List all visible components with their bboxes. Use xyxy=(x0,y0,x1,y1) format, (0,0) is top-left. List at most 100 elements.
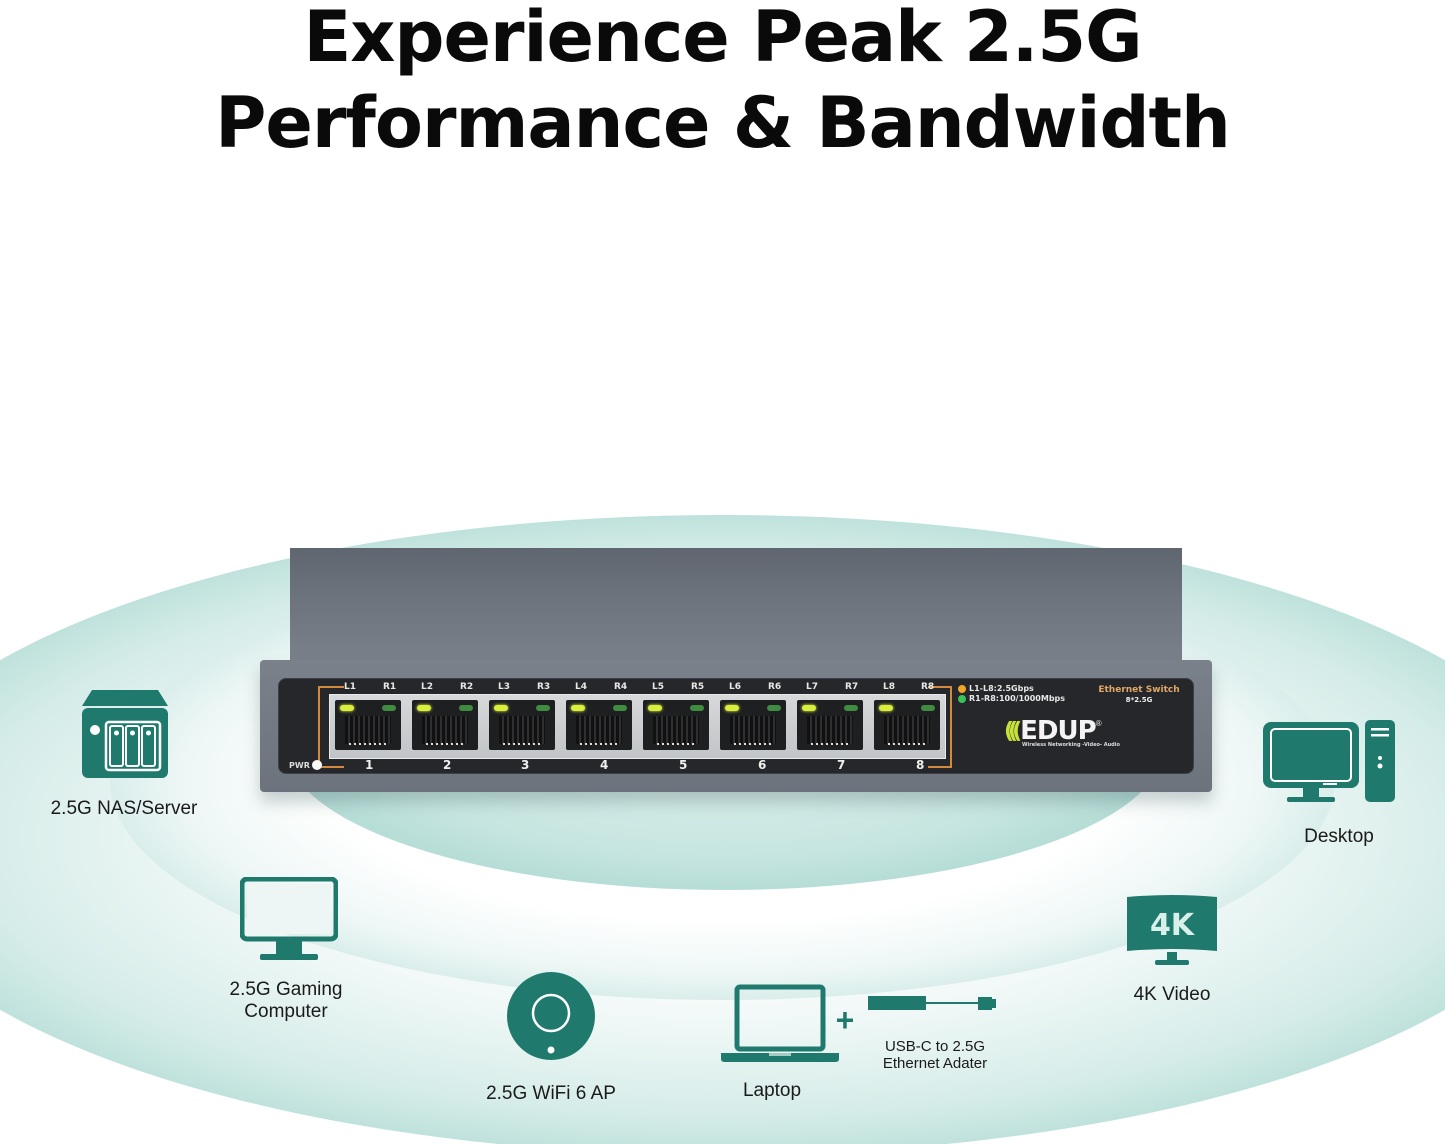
laptop-label: Laptop xyxy=(742,1080,802,1101)
switch-top-cover xyxy=(290,548,1182,664)
led-link-icon xyxy=(494,705,508,711)
power-led-icon xyxy=(311,760,322,770)
gaming-label-line-2: Computer xyxy=(244,1001,328,1022)
led-activity-icon xyxy=(844,705,858,711)
led-link-icon xyxy=(879,705,893,711)
led-link-icon xyxy=(417,705,431,711)
led-label: R3 xyxy=(537,682,551,692)
led-label: R5 xyxy=(691,682,705,692)
4k-video-label: 4K Video xyxy=(1133,984,1211,1005)
port-number: 7 xyxy=(837,758,846,772)
plus-sign: + xyxy=(835,1002,855,1038)
rj45-port-6 xyxy=(720,700,786,750)
headline: Experience Peak 2.5G Performance & Bandw… xyxy=(0,0,1445,166)
pins-icon xyxy=(503,743,541,745)
4k-video-monitor-icon: 4K xyxy=(1125,895,1219,967)
pins-icon xyxy=(811,743,849,745)
led-label: R1 xyxy=(383,682,397,692)
orange-dot-icon xyxy=(958,685,966,693)
jack-icon xyxy=(807,716,853,744)
pins-icon xyxy=(657,743,695,745)
led-legend: L1-L8:2.5Gbps R1-R8:100/1000Mbps xyxy=(958,684,1065,704)
led-activity-icon xyxy=(690,705,704,711)
nas-server-icon xyxy=(82,690,168,778)
wifi-access-point-icon xyxy=(506,971,596,1061)
led-label: R2 xyxy=(460,682,474,692)
led-link-icon xyxy=(571,705,585,711)
rj45-port-4 xyxy=(566,700,632,750)
headline-line-2: Performance & Bandwidth xyxy=(215,82,1231,164)
4k-badge: 4K xyxy=(1150,908,1196,943)
led-activity-icon xyxy=(459,705,473,711)
rj45-port-2 xyxy=(412,700,478,750)
jack-icon xyxy=(730,716,776,744)
port-number: 8 xyxy=(916,758,925,772)
rj45-port-7 xyxy=(797,700,863,750)
pins-icon xyxy=(426,743,464,745)
port-number: 2 xyxy=(443,758,452,772)
led-label: L3 xyxy=(498,682,510,692)
led-label: R4 xyxy=(614,682,628,692)
adapter-label-line-2: Ethernet Adater xyxy=(882,1055,988,1072)
wireless-waves-icon: ((( xyxy=(1004,718,1022,744)
legend-activity: R1-R8:100/1000Mbps xyxy=(969,694,1066,703)
jack-icon xyxy=(499,716,545,744)
led-label: L7 xyxy=(806,682,818,692)
headline-line-1: Experience Peak 2.5G xyxy=(303,0,1142,78)
pins-icon xyxy=(734,743,772,745)
jack-icon xyxy=(884,716,930,744)
rj45-port-1 xyxy=(335,700,401,750)
power-label: PWR xyxy=(289,760,310,770)
port-number: 6 xyxy=(758,758,767,772)
registered-mark: ® xyxy=(1095,719,1102,728)
pins-icon xyxy=(580,743,618,745)
rj45-port-5 xyxy=(643,700,709,750)
led-label: L6 xyxy=(729,682,741,692)
port-bracket-left xyxy=(318,686,344,768)
adapter-label-line-1: USB-C to 2.5G xyxy=(884,1038,986,1055)
desktop-icon xyxy=(1263,720,1395,804)
jack-icon xyxy=(422,716,468,744)
power-indicator: PWR xyxy=(289,760,322,770)
jack-icon xyxy=(576,716,622,744)
port-number: 4 xyxy=(600,758,609,772)
brand-name: EDUP xyxy=(1020,716,1097,746)
led-label: R6 xyxy=(768,682,782,692)
wifi-ap-label: 2.5G WiFi 6 AP xyxy=(486,1083,616,1104)
port-number: 1 xyxy=(365,758,374,772)
led-link-icon xyxy=(648,705,662,711)
led-activity-icon xyxy=(921,705,935,711)
port-number: 3 xyxy=(521,758,530,772)
led-label: R7 xyxy=(845,682,859,692)
led-label: R8 xyxy=(921,682,935,692)
gaming-monitor-icon xyxy=(240,877,338,963)
adapter-label: USB-C to 2.5G Ethernet Adater xyxy=(865,1038,1005,1072)
led-link-icon xyxy=(340,705,354,711)
led-activity-icon xyxy=(613,705,627,711)
product-type: Ethernet Switch xyxy=(1098,685,1180,695)
rj45-port-3 xyxy=(489,700,555,750)
pins-icon xyxy=(349,743,387,745)
gaming-label-line-1: 2.5G Gaming xyxy=(229,979,343,1000)
led-link-icon xyxy=(725,705,739,711)
pins-icon xyxy=(888,743,926,745)
product-spec: 8*2.5G xyxy=(1125,696,1153,704)
rj45-port-8 xyxy=(874,700,940,750)
led-label: L2 xyxy=(421,682,433,692)
usb-c-adapter-icon xyxy=(868,993,998,1015)
led-activity-icon xyxy=(767,705,781,711)
led-label: L8 xyxy=(883,682,895,692)
led-label: L4 xyxy=(575,682,587,692)
port-bracket-right xyxy=(928,686,952,768)
led-label: L1 xyxy=(344,682,356,692)
brand-tagline: Wireless Networking -Video- Audio xyxy=(1022,742,1120,748)
led-activity-icon xyxy=(536,705,550,711)
laptop-icon xyxy=(721,984,839,1062)
led-activity-icon xyxy=(382,705,396,711)
nas-server-label: 2.5G NAS/Server xyxy=(50,798,198,819)
led-label: L5 xyxy=(652,682,664,692)
desktop-label: Desktop xyxy=(1304,826,1374,847)
green-dot-icon xyxy=(958,695,966,703)
legend-link: L1-L8:2.5Gbps xyxy=(969,684,1034,693)
gaming-computer-label: 2.5G Gaming Computer xyxy=(206,979,366,1023)
